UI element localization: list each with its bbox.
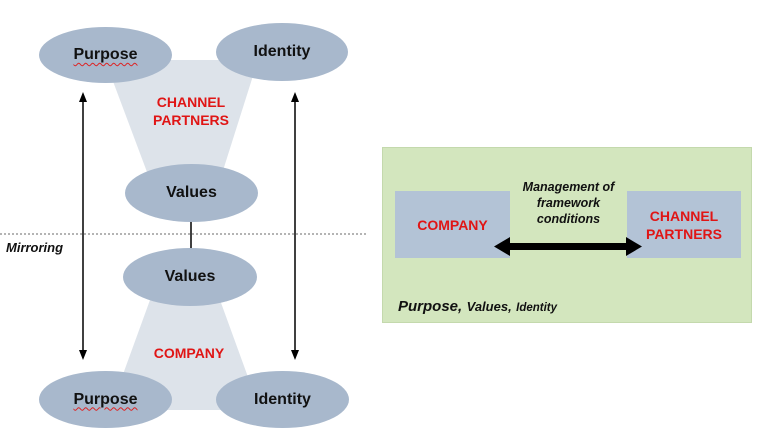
top-values-label: Values — [166, 184, 217, 201]
company-box-label: COMPANY — [417, 216, 488, 233]
footer-identity: Identity — [516, 302, 558, 314]
bottom-values-label: Values — [164, 268, 216, 285]
mirroring-label: Mirroring — [6, 240, 64, 255]
channel-partners-box-label: CHANNEL PARTNERS — [646, 207, 722, 242]
top-purpose-ellipse: Purpose — [39, 27, 172, 83]
bottom-identity-label: Identity — [254, 390, 311, 408]
management-double-arrow — [494, 237, 642, 256]
bottom-purpose-ellipse: Purpose — [39, 371, 172, 428]
bottom-purpose-label: Purpose — [73, 390, 138, 408]
top-channel-partners-label: CHANNEL PARTNERS — [153, 94, 229, 128]
top-funnel — [105, 60, 258, 180]
channel-partners-box: CHANNEL PARTNERS — [627, 191, 741, 258]
company-box: COMPANY — [395, 191, 510, 258]
top-purpose-label: Purpose — [73, 46, 138, 63]
framework-footer: Purpose, Values, Identity — [398, 298, 557, 316]
top-identity-label: Identity — [253, 43, 311, 60]
bottom-identity-ellipse: Identity — [216, 371, 349, 428]
top-identity-ellipse: Identity — [216, 23, 348, 81]
top-values-ellipse: Values — [125, 164, 258, 222]
bottom-values-ellipse: Values — [123, 248, 257, 306]
management-label: Management of framework conditions — [522, 180, 615, 226]
bottom-company-label: COMPANY — [153, 345, 225, 361]
footer-purpose: Purpose, — [398, 298, 463, 315]
footer-values: Values, — [466, 299, 512, 314]
